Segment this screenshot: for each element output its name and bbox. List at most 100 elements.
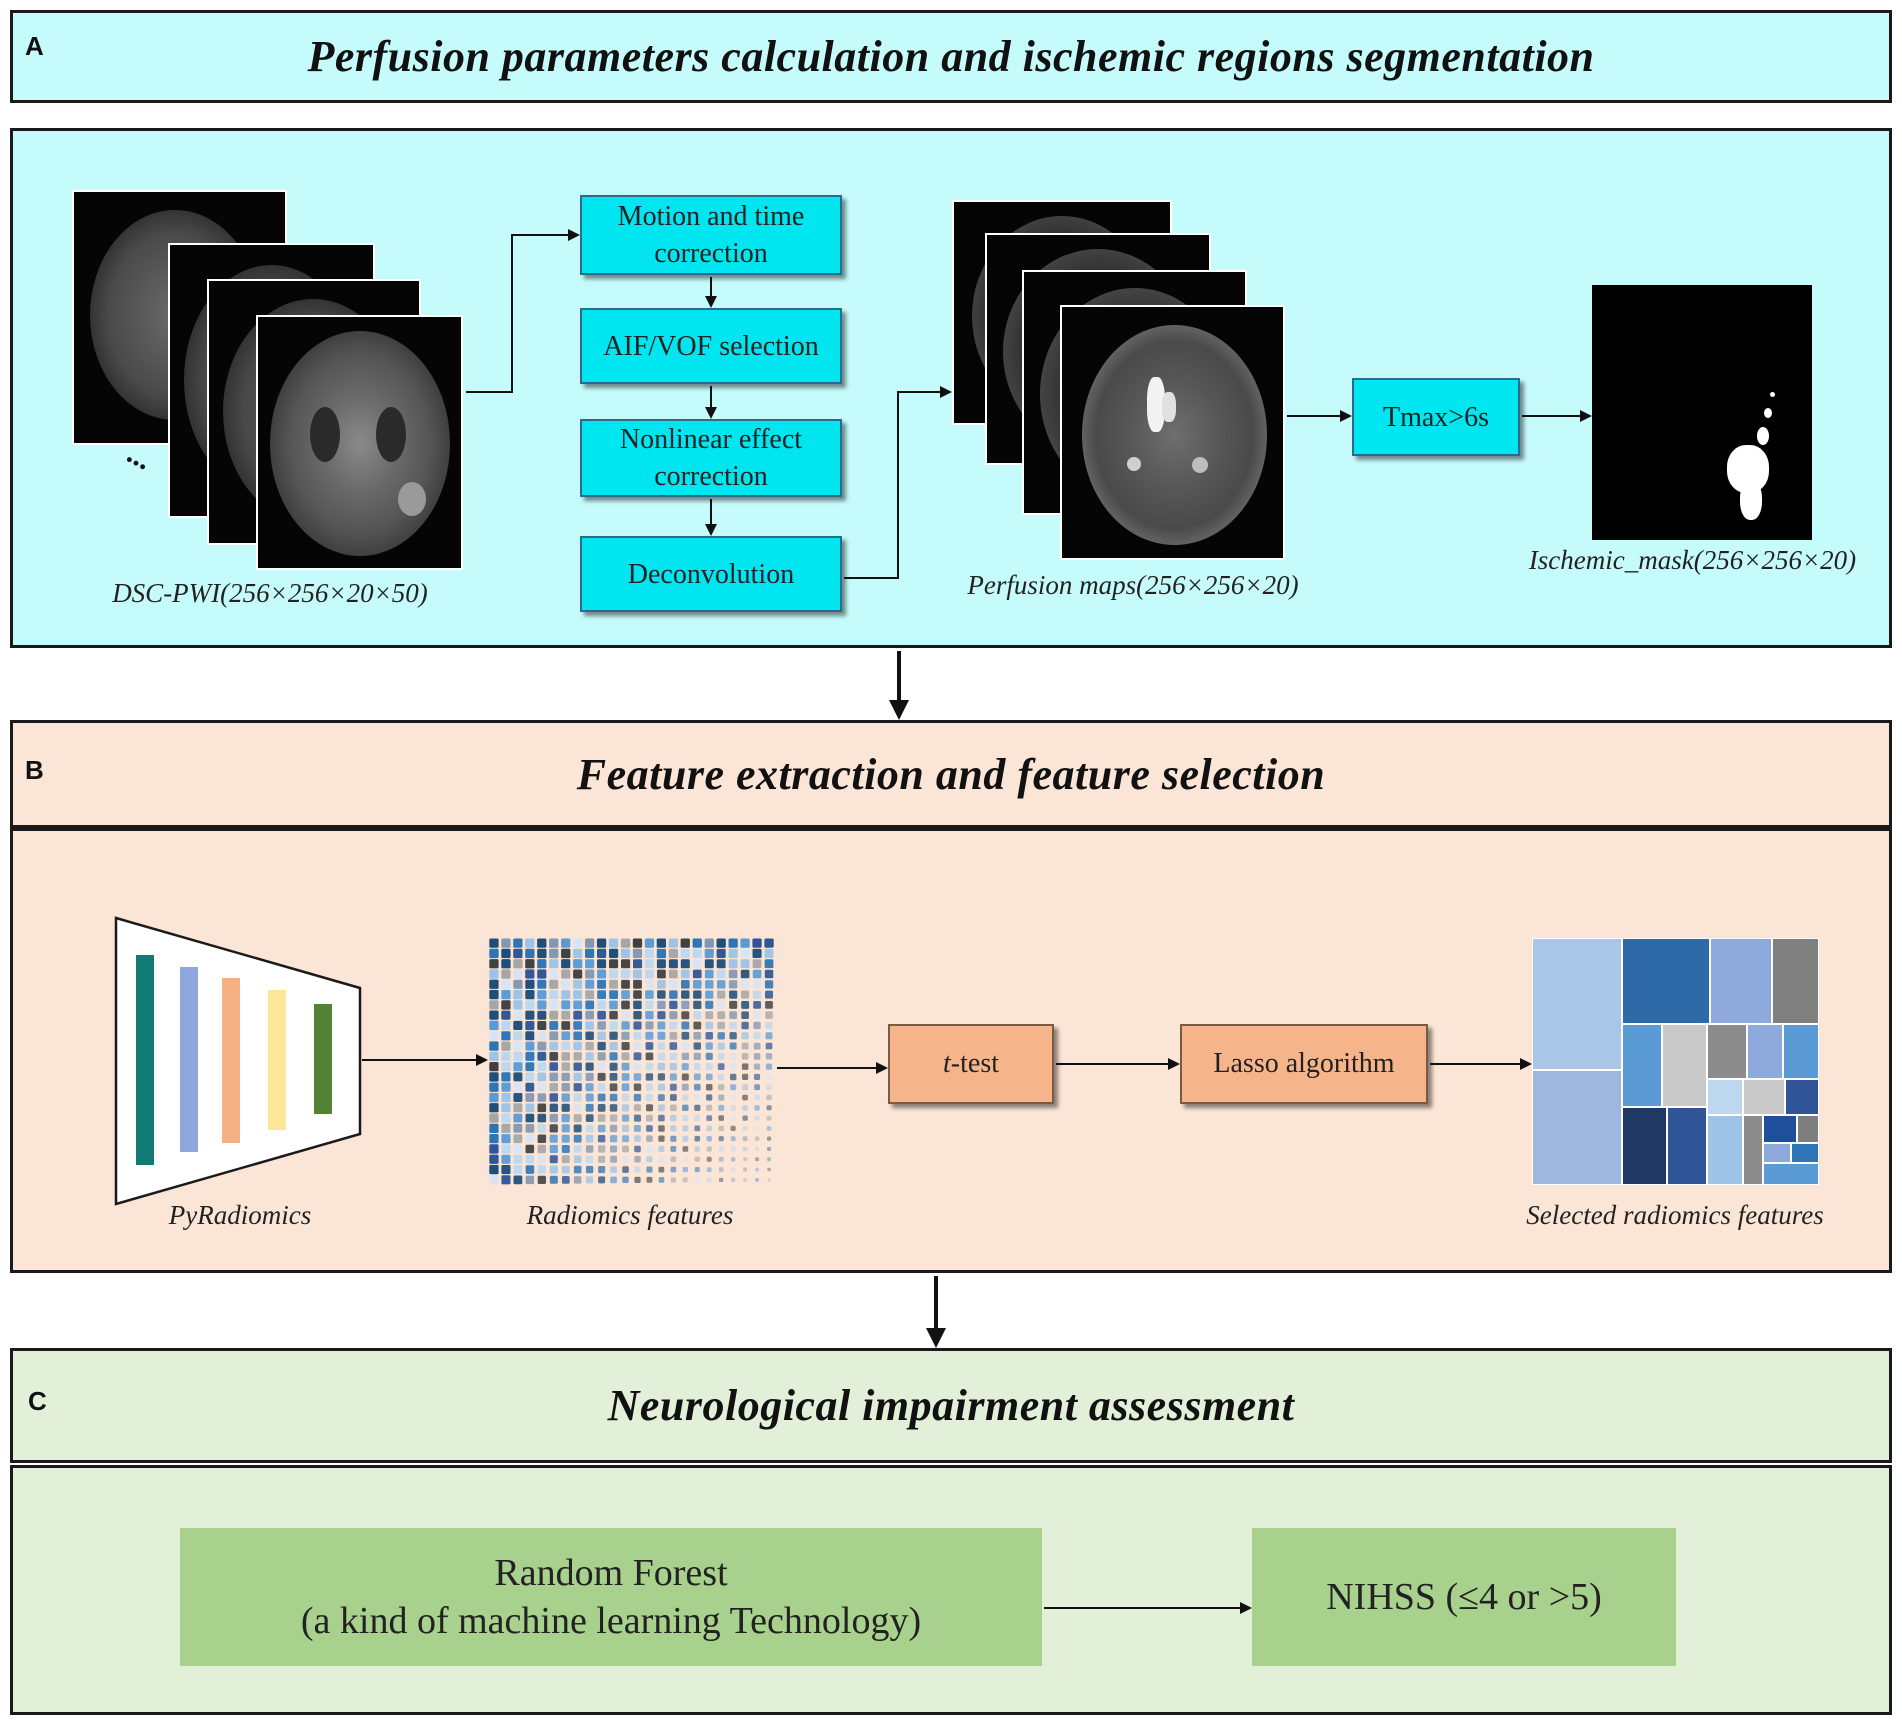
feature-cell [718,1094,725,1101]
feature-cell [622,1155,629,1163]
feature-cell [501,1051,511,1061]
feature-cell [705,1063,713,1071]
feature-cell [573,1093,582,1102]
feature-cell [718,1136,724,1142]
feature-cell [585,1031,594,1040]
feature-cell [621,979,630,989]
feature-cell [646,1145,653,1153]
feature-cell [682,1135,689,1142]
feature-cell [489,1082,499,1092]
feature-cell [646,1166,653,1173]
feature-cell [573,1031,582,1041]
feature-cell [585,1083,594,1092]
feature-cell [681,1031,690,1040]
feature-cell [752,948,762,958]
deconvolution-box: Deconvolution [580,536,842,612]
feature-cell [597,1062,606,1071]
feature-cell [705,1032,713,1040]
feature-cell [728,948,738,958]
feature-cell [537,1010,547,1020]
feature-cell [670,1114,677,1122]
feature-cell [668,948,678,959]
feature-cell [598,1155,606,1163]
feature-cell [740,980,750,989]
feature-cell [621,1114,630,1122]
feature-cell [621,1073,630,1081]
feature-cell [501,979,511,989]
feature-cell [513,1113,523,1123]
feature-cell [561,1041,570,1051]
feature-cell [513,1134,523,1144]
feature-cell [597,1114,606,1122]
nonlinear-effect-correction-box: Nonlinear effect correction [580,419,842,497]
feature-cell [753,1053,761,1060]
feature-cell [573,1124,582,1133]
feature-cell [706,1177,712,1183]
feature-cell [716,948,726,958]
feature-cell [525,959,535,969]
feature-cell [704,959,714,969]
feature-cell [537,990,547,1000]
feature-cell [609,1021,618,1030]
feature-cell [694,1125,701,1132]
feature-cell [644,938,655,948]
feature-cell [766,1084,772,1091]
feature-cell [706,1125,712,1132]
feature-cell [693,1032,702,1040]
feature-cell [646,1156,653,1163]
feature-cell [609,1124,618,1133]
feature-cell [489,979,499,989]
feature-cell [657,1094,665,1101]
feature-cell [549,1175,558,1184]
feature-cell [730,1105,736,1111]
feature-cell [513,959,523,969]
feature-cell [730,1084,737,1091]
feature-cell [740,948,750,958]
feature-cell [549,1000,559,1010]
feature-cell [525,1010,535,1020]
feature-cell [729,1063,737,1070]
feature-cell [692,938,702,948]
feature-cell [767,1178,771,1182]
feature-cell [766,1136,772,1141]
panel-b-header: B Feature extraction and feature selecti… [10,720,1892,828]
feature-cell [754,1105,760,1111]
t-test-box: t-test [888,1024,1054,1104]
feature-cell [513,1000,523,1010]
feature-cell [644,948,654,958]
feature-cell [549,1155,558,1164]
feature-cell [669,1083,677,1091]
feature-cell [645,1073,654,1081]
feature-cell [585,1124,594,1133]
feature-cell [537,948,547,959]
feature-cell [622,1124,630,1132]
feature-cell [633,1042,642,1051]
feature-cell [693,1000,702,1009]
feature-cell [742,1084,749,1091]
tmax-threshold-box: Tmax>6s [1352,378,1520,456]
feature-cell [717,1032,725,1040]
feature-cell [549,1052,559,1061]
feature-cell [501,1072,511,1082]
feature-cell [682,1146,689,1152]
feature-cell [730,1115,736,1121]
feature-cell [549,1165,558,1174]
lasso-algorithm-box: Lasso algorithm [1180,1024,1428,1104]
feature-cell [561,1124,570,1133]
feature-cell [573,1165,582,1174]
feature-cell [633,990,642,999]
feature-cell [680,959,690,969]
feature-cell [489,1020,499,1031]
feature-cell [501,959,511,969]
feature-cell [597,990,606,999]
feature-cell [620,948,631,958]
feature-cell [646,1114,653,1122]
feature-cell [693,1063,701,1071]
feature-cell [754,1146,760,1152]
feature-cell [513,969,523,979]
feature-cell [597,1010,606,1020]
feature-cell [706,1104,713,1111]
feature-cell [680,938,690,948]
feature-cell [573,959,583,969]
feature-cell [753,1021,761,1030]
